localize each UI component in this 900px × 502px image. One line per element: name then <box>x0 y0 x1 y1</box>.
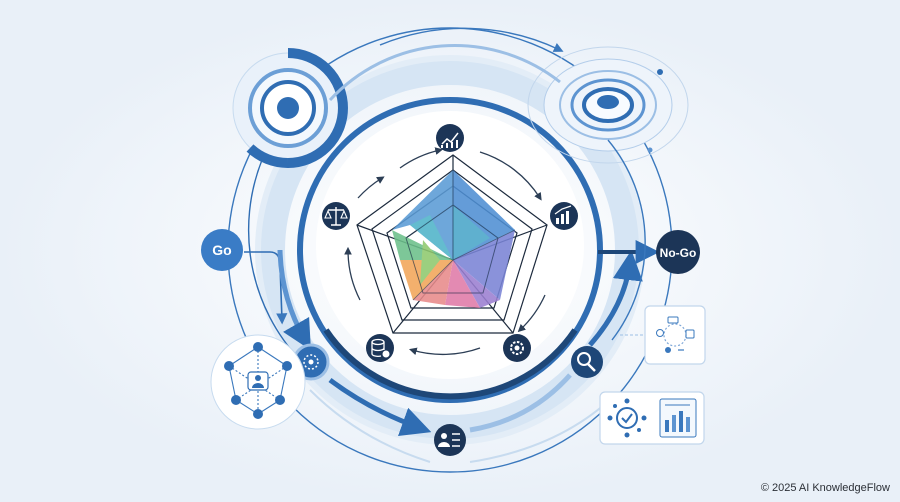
target-left <box>232 48 348 169</box>
inner-cycle-arrows <box>344 147 546 356</box>
chart-up-icon <box>436 124 464 152</box>
nogo-label: No-Go <box>660 246 697 260</box>
bottom-arrow-left <box>328 377 432 437</box>
network-diagram-card <box>210 334 306 430</box>
gear-icon <box>503 334 531 362</box>
bottom-arrow-right <box>469 373 572 433</box>
database-check-icon <box>366 334 394 362</box>
left-arc <box>247 159 301 361</box>
right-arc <box>607 139 646 341</box>
right-rising-arrow <box>588 250 643 347</box>
go-label: Go <box>212 242 231 258</box>
top-arc-light <box>328 44 561 102</box>
go-node[interactable]: Go <box>201 229 243 271</box>
balance-scale-icon <box>322 202 350 230</box>
magnifier-icon <box>571 346 603 378</box>
target-right <box>527 46 689 164</box>
main-ring-shadow <box>323 328 578 400</box>
orbit-arrow-top <box>379 27 564 52</box>
left-swoop-arrow <box>277 249 311 351</box>
radar-segments <box>392 170 515 308</box>
copyright-text: © 2025 AI KnowledgeFlow <box>760 482 890 494</box>
report-card <box>599 391 705 445</box>
user-list-icon <box>434 424 466 456</box>
nogo-node[interactable]: No-Go <box>656 230 700 274</box>
radar-overlay-grid <box>405 170 516 301</box>
process-card <box>620 305 706 365</box>
bottom-arc-faint <box>309 389 431 463</box>
chart-bar-icon <box>550 202 578 230</box>
